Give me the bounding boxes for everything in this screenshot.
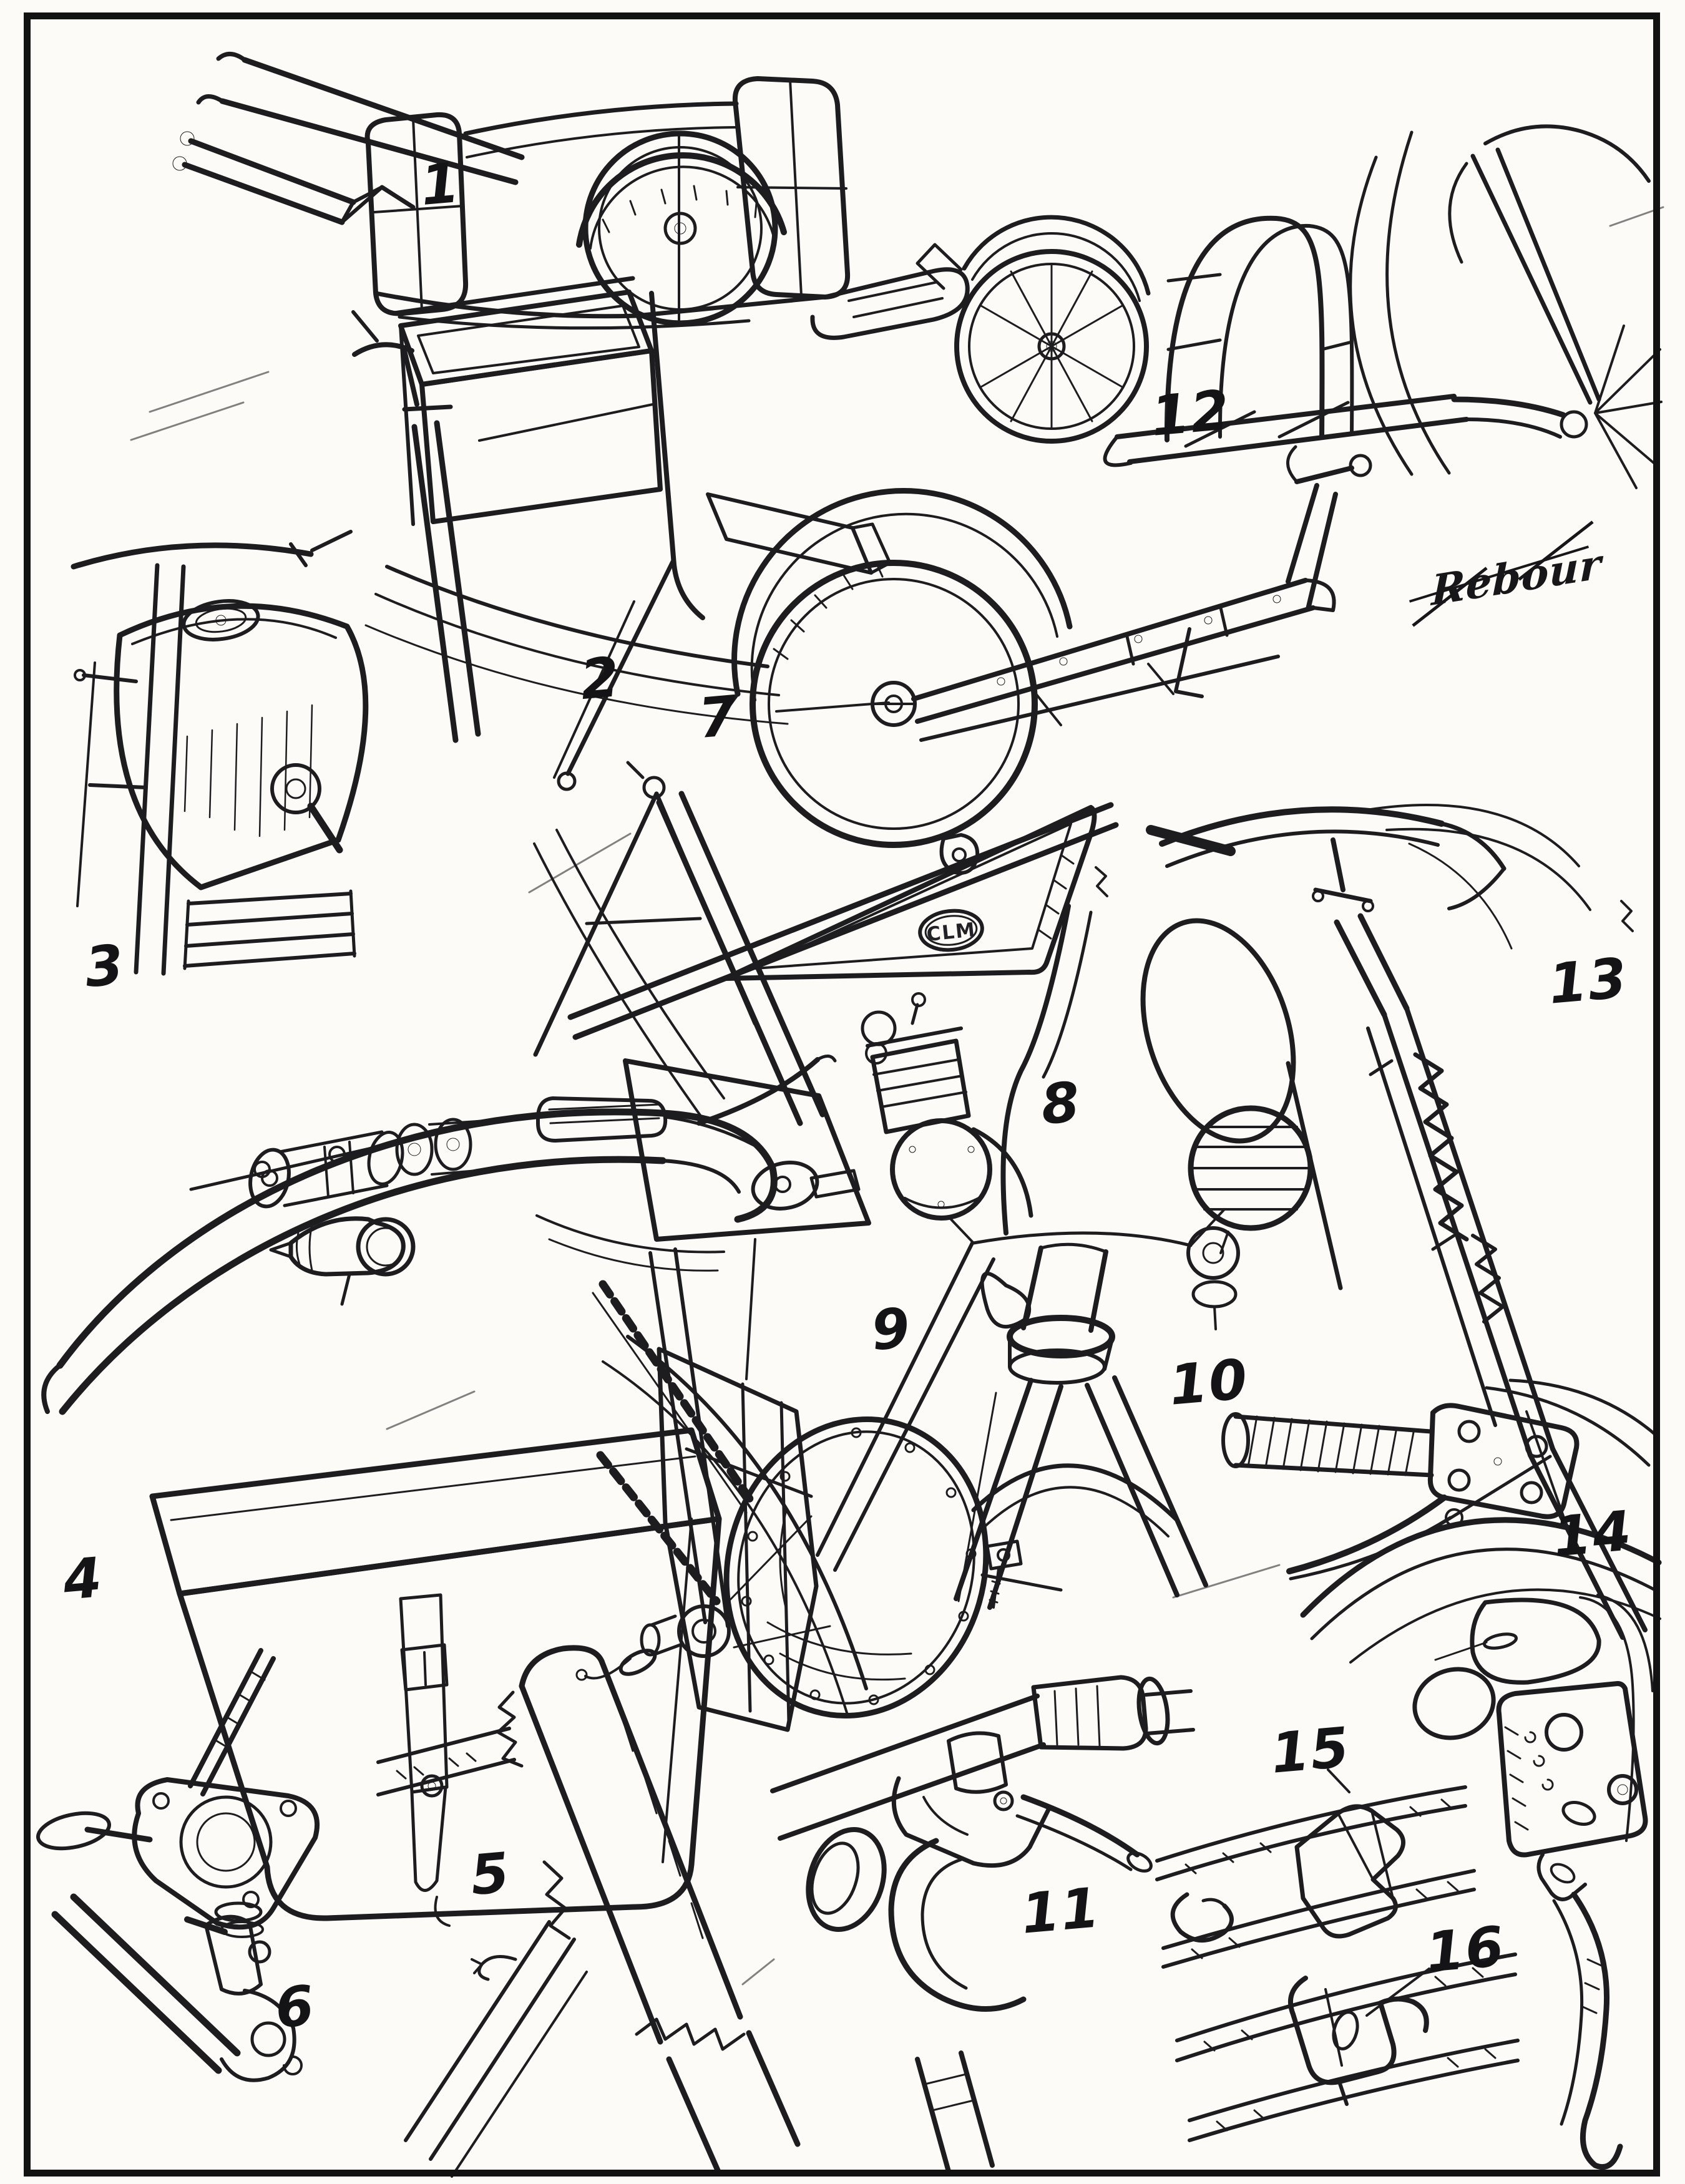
- figure-label-11: 11: [1018, 1875, 1103, 1946]
- fig11-handlebar-lever-control: [770, 1675, 1195, 2174]
- fig1-single-wheel-flatbed-trailer: [172, 52, 970, 340]
- clm-badge-text: CLM: [926, 919, 977, 946]
- figure-label-2: 2: [578, 644, 623, 713]
- artist-signature: Rebour: [1409, 520, 1602, 627]
- figure-label-10: 10: [1166, 1347, 1251, 1418]
- figure-label-13: 13: [1546, 945, 1631, 1016]
- figure-label-3: 3: [82, 932, 127, 1000]
- brake-lever-rear-view: [1412, 1594, 1654, 2170]
- artist-signature-text: Rebour: [1431, 539, 1602, 616]
- fig8-clm-auxiliary-engine-frame: CLM: [533, 761, 1119, 1272]
- figure-label-9: 9: [869, 1295, 914, 1363]
- fig10-seatpost-collar-frame-joint: [947, 1208, 1226, 1610]
- figure-label-4: 4: [61, 1544, 105, 1613]
- figure-label-15: 15: [1268, 1715, 1353, 1786]
- figure-label-16: 16: [1423, 1914, 1508, 1985]
- fig9-rear-hub-disc-drive: [575, 1238, 995, 1719]
- fig15-cable-clips: [1155, 1768, 1476, 1969]
- fig2-front-luggage-rack-crate: [351, 276, 892, 791]
- sketch-speed-lines: [130, 206, 1664, 1986]
- fig5-frame-lug-joint: [376, 1645, 801, 2178]
- fig13-motorized-bicycle-front: [1140, 804, 1662, 1664]
- fig4-handlebar-bags-headlight: [41, 1055, 868, 1927]
- clm-badge: [918, 909, 984, 952]
- fig7-single-wheel-trailer-chassis: [722, 445, 1372, 848]
- fig16-cable-clamp: [1175, 1952, 1520, 2142]
- fig3-fuel-tank: [71, 530, 369, 976]
- figure-label-5: 5: [468, 1840, 513, 1908]
- figure-label-14: 14: [1550, 1498, 1635, 1569]
- fig14-brake-lever-grip: [1221, 1378, 1659, 1581]
- figure-label-1: 1: [418, 150, 463, 218]
- figure-label-12: 12: [1148, 378, 1233, 449]
- fig6-handlebar-gear-shifter: [36, 1648, 320, 2082]
- figure-label-6: 6: [273, 1972, 318, 2041]
- fig12-bicycle-towed-trailer: [916, 124, 1663, 489]
- figure-label-8: 8: [1038, 1069, 1083, 1138]
- figure-label-7: 7: [696, 683, 741, 751]
